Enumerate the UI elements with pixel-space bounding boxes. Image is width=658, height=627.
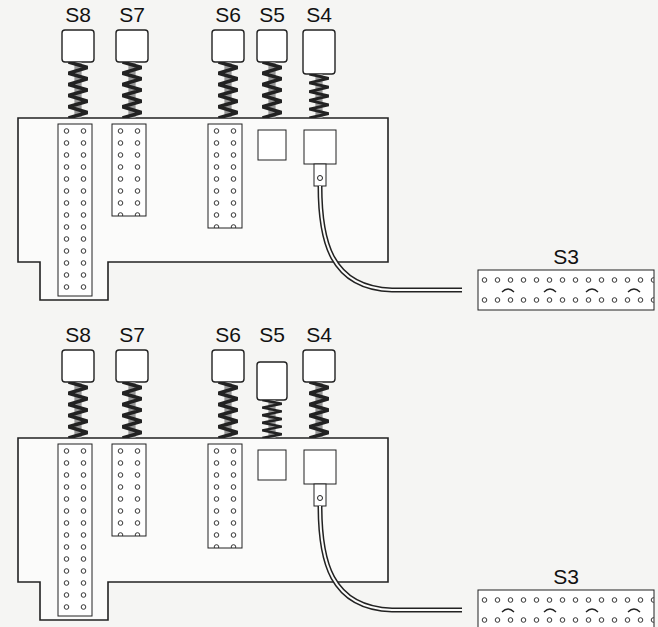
part-label: S3 [553,566,579,587]
part-label: S7 [119,324,145,345]
part-label: S4 [306,4,332,25]
top-board [18,30,654,310]
part-label: S3 [553,246,579,267]
part-label: S6 [215,324,241,345]
part-label: S5 [259,4,285,25]
bottom-board [18,350,654,627]
part-label: S4 [306,324,332,345]
part-label: S8 [65,4,91,25]
part-label: S5 [259,324,285,345]
part-label: S7 [119,4,145,25]
part-label: S6 [215,4,241,25]
part-label: S8 [65,324,91,345]
